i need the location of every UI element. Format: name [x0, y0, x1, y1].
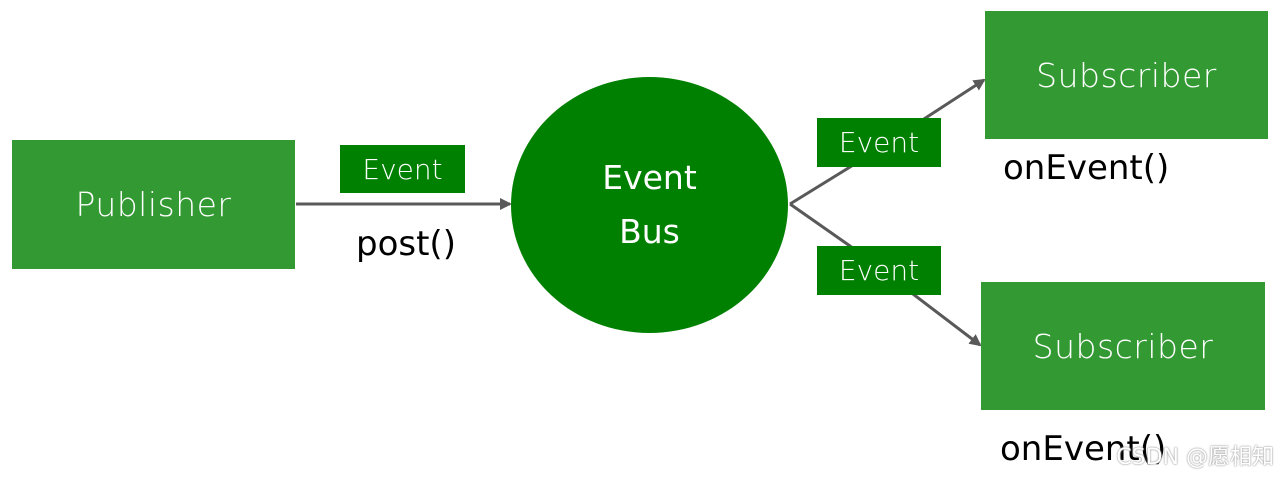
- event-box-top: Event: [817, 118, 941, 167]
- event-bus-label-line2: Bus: [619, 212, 680, 251]
- on-event-method-label-top: onEvent(): [1003, 148, 1170, 188]
- event-box-bottom: Event: [817, 246, 941, 295]
- subscriber-label: Subscriber: [1032, 326, 1214, 366]
- bus-to-subscriber-top-arrow: [789, 78, 986, 206]
- watermark: CSDN @愿相知: [1116, 445, 1274, 470]
- subscriber-box-bottom: Subscriber: [981, 282, 1265, 410]
- event-label: Event: [838, 254, 920, 287]
- event-box-post: Event: [340, 145, 465, 193]
- publisher-label: Publisher: [75, 185, 232, 224]
- subscriber-box-top: Subscriber: [985, 11, 1268, 139]
- publisher-box: Publisher: [12, 140, 295, 269]
- post-method-label: post(): [356, 224, 456, 264]
- subscriber-label: Subscriber: [1036, 55, 1217, 95]
- event-label: Event: [362, 152, 443, 186]
- event-bus-label-line1: Event: [602, 158, 697, 197]
- event-bus-circle: Event Bus: [511, 77, 788, 333]
- on-event-method-label-bottom: onEvent(): [1000, 429, 1167, 469]
- event-label: Event: [838, 126, 920, 159]
